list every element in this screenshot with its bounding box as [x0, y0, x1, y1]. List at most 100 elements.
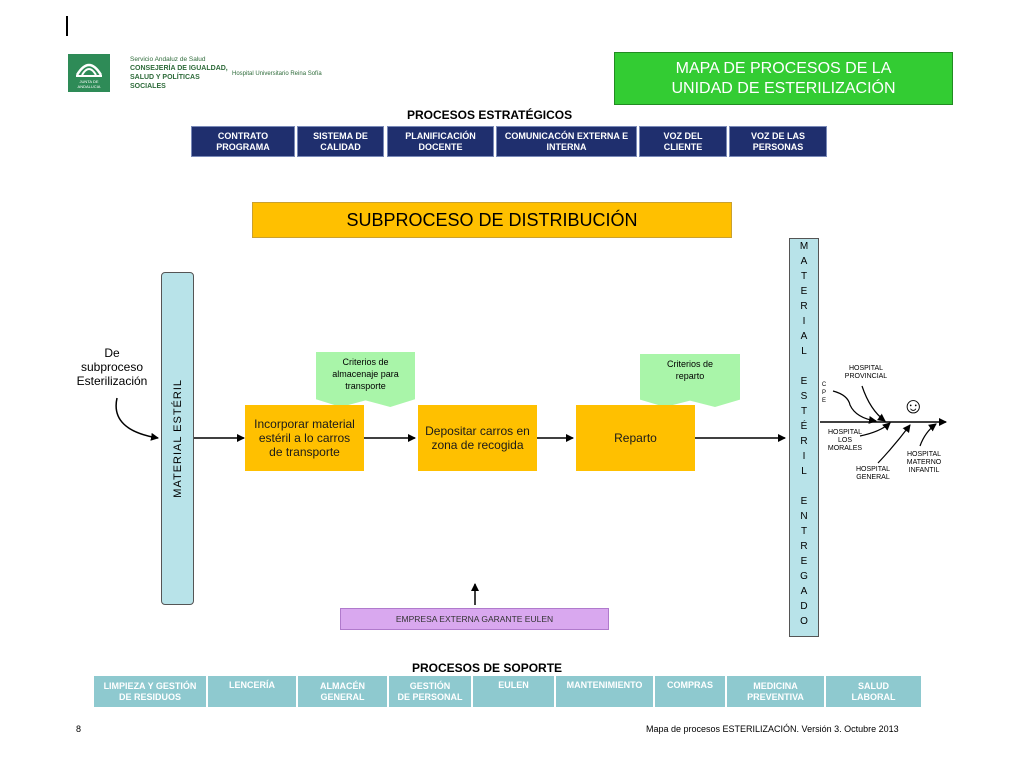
- box-reparto: Reparto: [576, 405, 695, 471]
- strategic-calidad-l2: CALIDAD: [320, 141, 361, 152]
- customer-smiley-icon: ☺: [902, 393, 925, 418]
- support-medicina-l2: PREVENTIVA: [747, 691, 804, 702]
- support-lenceria-l1: LENCERÍA: [228, 680, 275, 690]
- title-line1: MAPA DE PROCESOS DE LA: [675, 59, 892, 77]
- strategic-cliente-l1: VOZ DEL: [663, 130, 703, 141]
- cpe-label: C P E: [819, 381, 829, 405]
- box1-l1: Incorporar material: [254, 417, 355, 431]
- strategic-comunicacion-l1: COMUNICACÓN EXTERNA E: [504, 130, 629, 141]
- provincial-l1: HOSPITAL: [848, 365, 884, 372]
- morales-l1: HOSPITAL: [827, 429, 863, 436]
- arrow-general: [877, 424, 911, 464]
- entregado-letter: N: [800, 511, 808, 522]
- note-almacenaje: Criterios de almacenaje para transporte: [316, 352, 415, 407]
- entregado-letter: E: [800, 496, 808, 507]
- support-personal-l1: GESTIÓN: [409, 680, 451, 691]
- logo-line3: SALUD Y POLÍTICAS SOCIALES: [130, 74, 200, 90]
- hospital-name: Hospital Universitario Reina Sofía: [232, 71, 322, 77]
- entregado-letter: O: [800, 616, 808, 627]
- box2-l1: Depositar carros en: [425, 424, 530, 438]
- entregado-letter: E: [800, 286, 808, 297]
- box-incorporar: Incorporar material estéril a lo carros …: [245, 405, 364, 471]
- morales-l3: MORALES: [827, 445, 863, 452]
- arrow-provincial: [861, 385, 886, 422]
- provincial-l2: PROVINCIAL: [844, 373, 888, 380]
- support-personal-l2: DE PERSONAL: [397, 691, 463, 702]
- entregado-letter: G: [800, 571, 808, 582]
- note-reparto: Criterios de reparto: [640, 354, 740, 407]
- entregado-letter: M: [799, 241, 809, 252]
- strategic-contrato-l2: PROGRAMA: [216, 141, 270, 152]
- hospital-materno-infantil: HOSPITAL MATERNO INFANTIL: [898, 451, 950, 475]
- corner-mark: [66, 16, 68, 36]
- strategic-cliente-l2: CLIENTE: [663, 141, 703, 152]
- logo-line1: Servicio Andaluz de Salud: [130, 56, 206, 63]
- andalucia-emblem-icon: [75, 63, 103, 77]
- entregado-letter: R: [800, 541, 808, 552]
- strategic-contrato-l1: CONTRATO: [217, 130, 269, 141]
- entregado-letter: R: [800, 301, 808, 312]
- morales-l2: LOS: [837, 437, 852, 444]
- hospital-los-morales: HOSPITAL LOS MORALES: [820, 429, 870, 453]
- support-mantenimiento: MANTENIMIENTO: [556, 676, 653, 707]
- box2-l2: zona de recogida: [431, 438, 524, 452]
- general-l1: HOSPITAL: [855, 466, 891, 473]
- entregado-letter: S: [800, 391, 808, 402]
- support-limpieza-l2: DE RESIDUOS: [118, 691, 181, 702]
- support-almacen-l2: GENERAL: [320, 691, 365, 702]
- entregado-letter: E: [800, 556, 808, 567]
- support-compras-l1: COMPRAS: [666, 680, 713, 690]
- strategic-heading: PROCESOS ESTRATÉGICOS: [407, 108, 573, 122]
- box-depositar: Depositar carros en zona de recogida: [418, 405, 537, 471]
- support-limpieza-l1: LIMPIEZA Y GESTIÓN: [103, 680, 197, 691]
- input-l1: De: [104, 346, 120, 360]
- general-l2: GENERAL: [856, 474, 890, 481]
- entregado-letter: A: [800, 586, 808, 597]
- materno-l3: INFANTIL: [908, 467, 940, 474]
- support-heading: PROCESOS DE SOPORTE: [412, 661, 563, 675]
- cpe-e: E: [821, 398, 826, 404]
- entregado-letter: L: [801, 346, 807, 357]
- box1-l3: de transporte: [269, 445, 340, 459]
- logo-text: Servicio Andaluz de Salud CONSEJERÍA DE …: [116, 56, 236, 91]
- strategic-docente-l2: DOCENTE: [418, 141, 463, 152]
- strategic-personas-l1: VOZ DE LAS: [750, 130, 805, 141]
- arrow-morales: [859, 422, 891, 437]
- input-l2: subproceso: [80, 360, 144, 374]
- box3-l1: Reparto: [614, 431, 657, 445]
- entregado-letter: I: [802, 451, 806, 462]
- entregado-letter: I: [802, 316, 806, 327]
- cpe-p: P: [821, 390, 826, 396]
- input-l3: Esterilización: [76, 374, 148, 388]
- page-number: 8: [76, 724, 82, 734]
- cpe-c: C: [821, 382, 827, 388]
- input-label: De subproceso Esterilización: [62, 346, 162, 388]
- subprocess-title: SUBPROCESO DE DISTRIBUCIÓN: [252, 202, 732, 238]
- support-almacen-l1: ALMACÉN: [320, 680, 365, 691]
- logo-line2: CONSEJERÍA DE IGUALDAD,: [130, 65, 228, 72]
- note1-l2: almacenaje para: [332, 369, 399, 379]
- entregado-letter: L: [801, 466, 807, 477]
- strategic-calidad-l1: SISTEMA DE: [313, 130, 368, 141]
- note1-l3: transporte: [345, 381, 386, 391]
- strategic-docente-l1: PLANIFICACIÓN: [405, 130, 476, 141]
- support-salud-l1: SALUD: [858, 680, 889, 691]
- hospital-general: HOSPITAL GENERAL: [846, 466, 900, 482]
- input-arrow: [115, 397, 159, 441]
- arrow-materno: [919, 423, 937, 447]
- entregado-letter: T: [800, 526, 808, 537]
- strategic-personas-l2: PERSONAS: [752, 141, 804, 152]
- material-esteril-bar: MATERIAL ESTÉRIL: [161, 272, 194, 605]
- page-title: MAPA DE PROCESOS DE LA UNIDAD DE ESTERIL…: [614, 52, 953, 105]
- support-mantenimiento-l1: MANTENIMIENTO: [566, 680, 643, 690]
- title-line2: UNIDAD DE ESTERILIZACIÓN: [671, 79, 896, 97]
